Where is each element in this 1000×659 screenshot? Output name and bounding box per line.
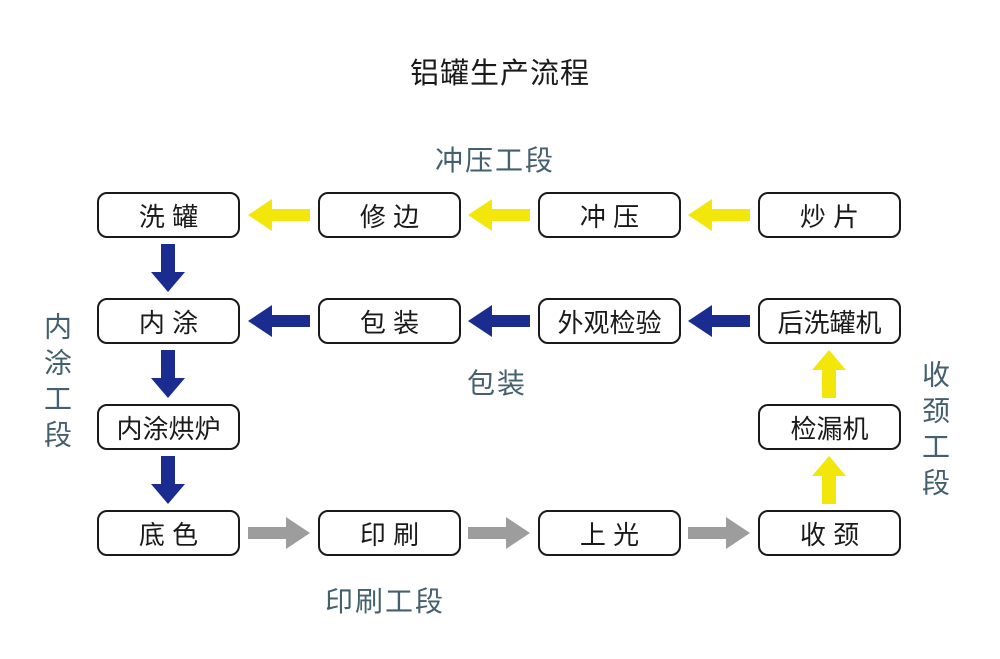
- arrow-inspection-to-packing-icon: [248, 305, 310, 337]
- box-leak-detector: 检漏机: [758, 404, 901, 450]
- label-inner-coating-section: 内涂工段: [41, 312, 72, 456]
- label-stamping-section: 冲压工段: [434, 145, 555, 176]
- arrow-wash-to-innercoat-icon: [151, 244, 185, 292]
- label-packing-section: 包装: [466, 368, 527, 399]
- box-trim: 修 边: [318, 192, 461, 238]
- box-stamping: 冲 压: [538, 192, 681, 238]
- arrow-fry-to-stamp-icon: [688, 199, 750, 231]
- arrow-trim-to-wash-can-icon: [248, 199, 310, 231]
- box-necking: 收 颈: [758, 510, 901, 556]
- box-glazing: 上 光: [538, 510, 681, 556]
- arrow-inspection-left-icon: [468, 305, 530, 337]
- arrow-print-to-glaze-icon: [468, 517, 530, 549]
- arrow-innercoat-to-oven-icon: [151, 350, 185, 398]
- arrow-oven-to-base-icon: [151, 456, 185, 504]
- box-sheet-frying: 炒 片: [758, 192, 901, 238]
- arrow-base-to-print-icon: [248, 517, 310, 549]
- box-inner-coating: 内 涂: [97, 298, 240, 344]
- arrow-neck-to-leakdetector-icon: [812, 456, 846, 504]
- box-visual-inspection: 外观检验: [538, 298, 681, 344]
- arrow-glaze-to-neck-icon: [688, 517, 750, 549]
- arrow-stamp-to-trim-icon: [468, 199, 530, 231]
- box-inner-coating-oven: 内涂烘炉: [97, 404, 240, 450]
- box-packing: 包 装: [318, 298, 461, 344]
- box-post-wash-machine: 后洗罐机: [758, 298, 901, 344]
- box-base-coat: 底 色: [97, 510, 240, 556]
- page-title: 铝罐生产流程: [409, 58, 590, 90]
- label-printing-section: 印刷工段: [324, 586, 445, 617]
- box-wash-can: 洗 罐: [97, 192, 240, 238]
- box-printing: 印 刷: [318, 510, 461, 556]
- arrow-leakdetector-to-postwash-icon: [812, 350, 846, 398]
- label-necking-section: 收颈工段: [919, 360, 950, 504]
- arrow-postwash-to-inspection-icon: [688, 305, 750, 337]
